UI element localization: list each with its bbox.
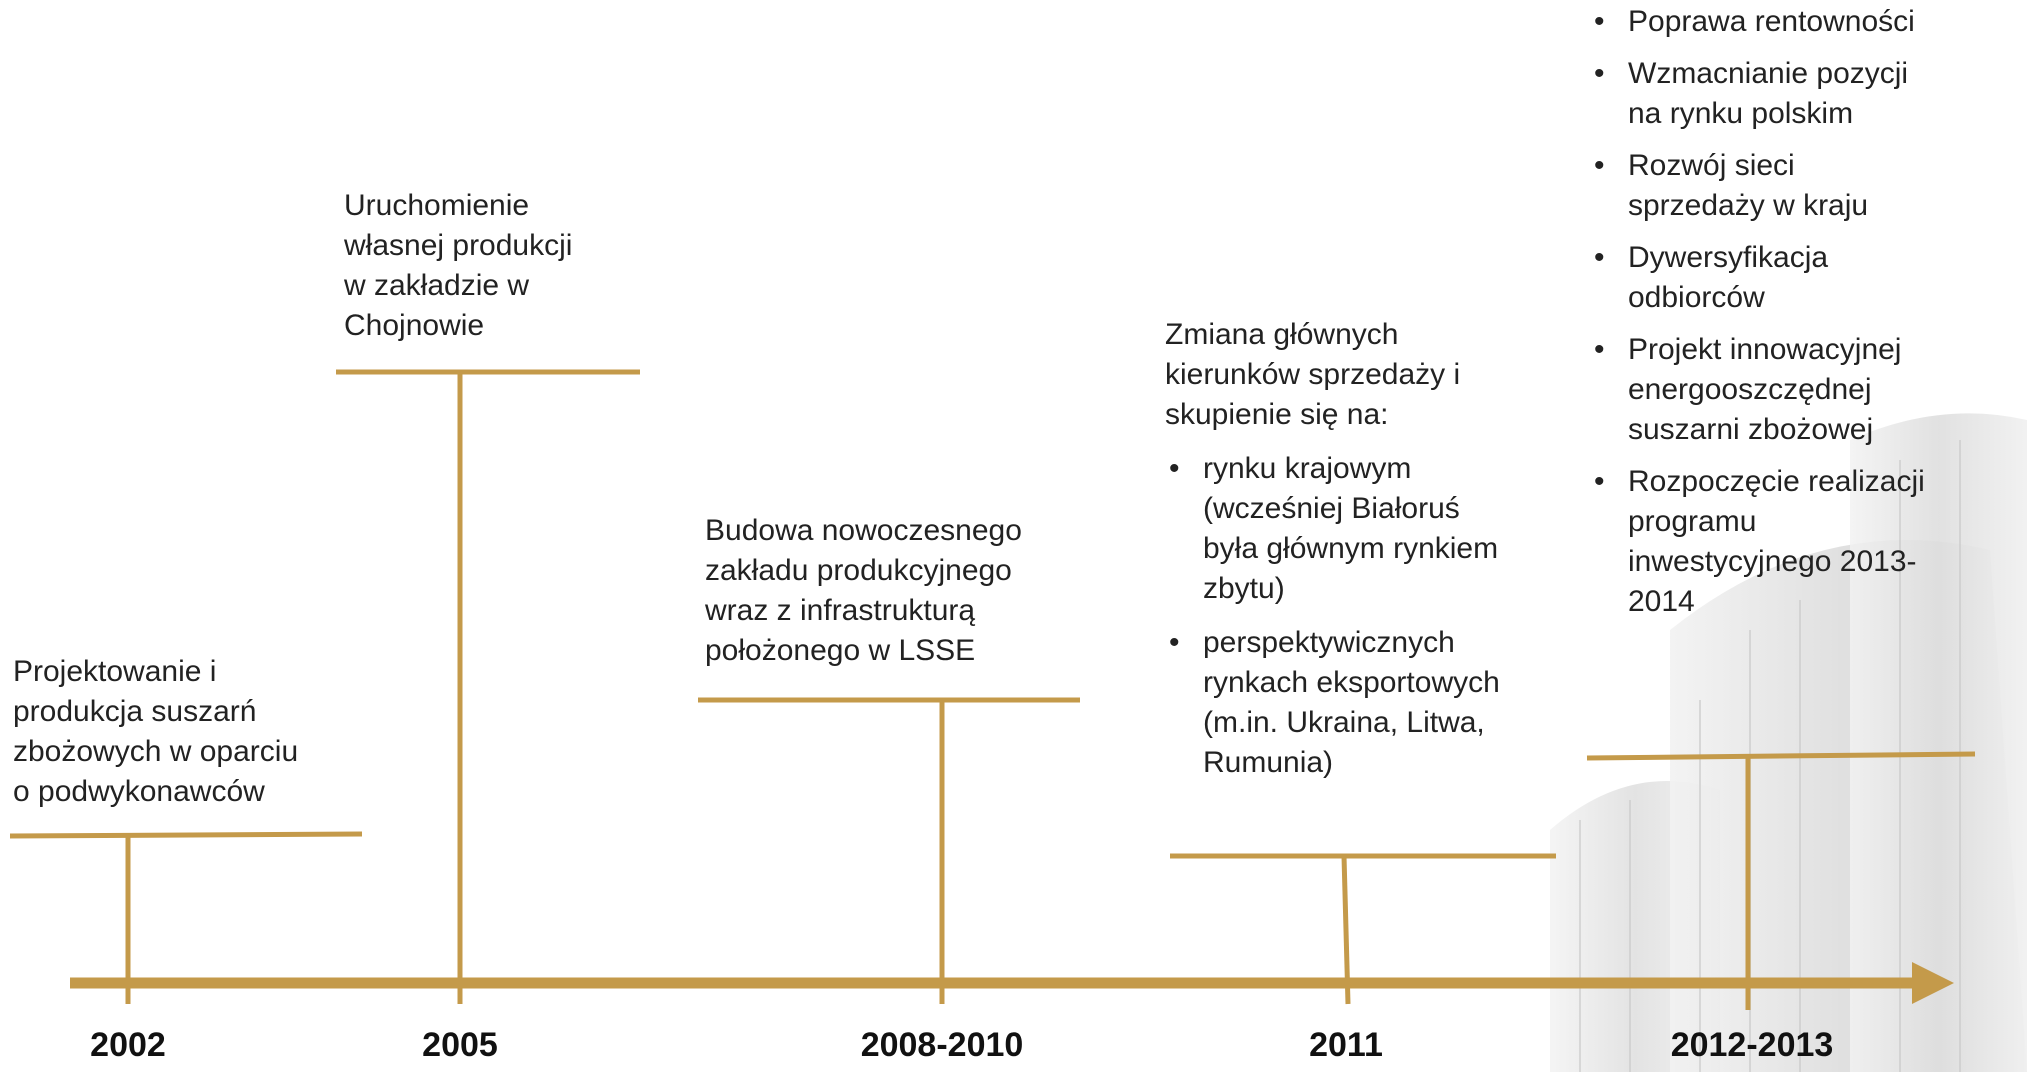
event-2005-description: Uruchomienie własnej produkcji w zakładz… — [344, 186, 624, 346]
bullet-line: była głównym rynkiem — [1203, 532, 1499, 565]
year-label-2011: 2011 — [1309, 1026, 1383, 1064]
bullet-line: Rozwój sieci — [1628, 149, 1795, 182]
bullet-line: 2014 — [1628, 585, 1695, 618]
event-intro-line: kierunków sprzedaży i — [1165, 358, 1461, 391]
bullet-item: Wzmacnianie pozycji na rynku polskim — [1590, 54, 2010, 134]
event-intro-line: Zmiana głównych — [1165, 318, 1399, 351]
event-2012-2013-bullet-list: Poprawa rentowności Wzmacnianie pozycji … — [1590, 2, 2010, 622]
event-text-line: zbożowych w oparciu — [13, 735, 299, 768]
event-2002-description: Projektowanie i produkcja suszarń zbożow… — [13, 652, 373, 812]
event-text-line: Budowa nowoczesnego — [705, 514, 1022, 547]
event-2002-underline — [9, 831, 363, 839]
bullet-line: Rozpoczęcie realizacji — [1628, 465, 1925, 498]
bullet-line: (m.in. Ukraina, Litwa, — [1203, 706, 1485, 739]
event-2011-description: Zmiana głównych kierunków sprzedaży i sk… — [1165, 315, 1565, 783]
bullet-line: na rynku polskim — [1628, 97, 1854, 130]
event-2012-2013-underline — [1586, 751, 1976, 761]
event-text-line: produkcja suszarń — [13, 695, 257, 728]
bullet-line: Dywersyfikacja — [1628, 241, 1829, 274]
year-label-2008-2010: 2008-2010 — [860, 1026, 1024, 1064]
year-label-2002: 2002 — [90, 1026, 166, 1064]
year-label-2005: 2005 — [422, 1026, 498, 1064]
bullet-item: Poprawa rentowności — [1590, 2, 2010, 42]
bullet-item: Dywersyfikacja odbiorców — [1590, 238, 2010, 318]
event-text-line: własnej produkcji — [344, 229, 573, 262]
event-text-line: położonego w LSSE — [705, 634, 976, 667]
event-text-line: o podwykonawców — [13, 775, 265, 808]
bullet-item: perspektywicznych rynkach eksportowych (… — [1165, 623, 1565, 783]
timeline-arrowhead — [1912, 962, 1954, 1004]
event-2012-2013-description: Poprawa rentowności Wzmacnianie pozycji … — [1590, 2, 2010, 634]
event-text-line: Chojnowie — [344, 309, 485, 342]
bullet-line: (wcześniej Białoruś — [1203, 492, 1460, 525]
event-2011-connector — [1341, 855, 1351, 1005]
bullet-item: Rozwój sieci sprzedaży w kraju — [1590, 146, 2010, 226]
event-text-line: zakładu produkcyjnego — [705, 554, 1012, 587]
bullet-line: Wzmacnianie pozycji — [1628, 57, 1909, 90]
bullet-line: suszarni zbożowej — [1628, 413, 1874, 446]
bullet-item: rynku krajowym (wcześniej Białoruś była … — [1165, 449, 1565, 609]
bullet-item: Projekt innowacyjnej energooszczędnej su… — [1590, 330, 2010, 450]
bullet-line: programu — [1628, 505, 1757, 538]
bullet-line: rynku krajowym — [1203, 452, 1412, 485]
bullet-line: energooszczędnej — [1628, 373, 1872, 406]
event-text-line: wraz z infrastrukturą — [705, 594, 976, 627]
event-text-line: w zakładzie w — [344, 269, 530, 302]
event-2011-bullet-list: rynku krajowym (wcześniej Białoruś była … — [1165, 449, 1565, 783]
bullet-line: Poprawa rentowności — [1628, 5, 1915, 38]
bullet-line: zbytu) — [1203, 572, 1285, 605]
event-text-line: Uruchomienie — [344, 189, 530, 222]
event-2008-2010-description: Budowa nowoczesnego zakładu produkcyjneg… — [705, 511, 1085, 671]
bullet-line: Rumunia) — [1203, 746, 1334, 779]
bullet-line: inwestycyjnego 2013- — [1628, 545, 1917, 578]
bullet-line: sprzedaży w kraju — [1628, 189, 1869, 222]
bullet-line: perspektywicznych — [1203, 626, 1455, 659]
event-text-line: Projektowanie i — [13, 655, 217, 688]
year-label-2012-2013: 2012-2013 — [1670, 1026, 1834, 1064]
event-intro-line: skupienie się na: — [1165, 398, 1389, 431]
bullet-line: Projekt innowacyjnej — [1628, 333, 1902, 366]
bullet-line: odbiorców — [1628, 281, 1765, 314]
bullet-item: Rozpoczęcie realizacji programu inwestyc… — [1590, 462, 2010, 622]
bullet-line: rynkach eksportowych — [1203, 666, 1500, 699]
